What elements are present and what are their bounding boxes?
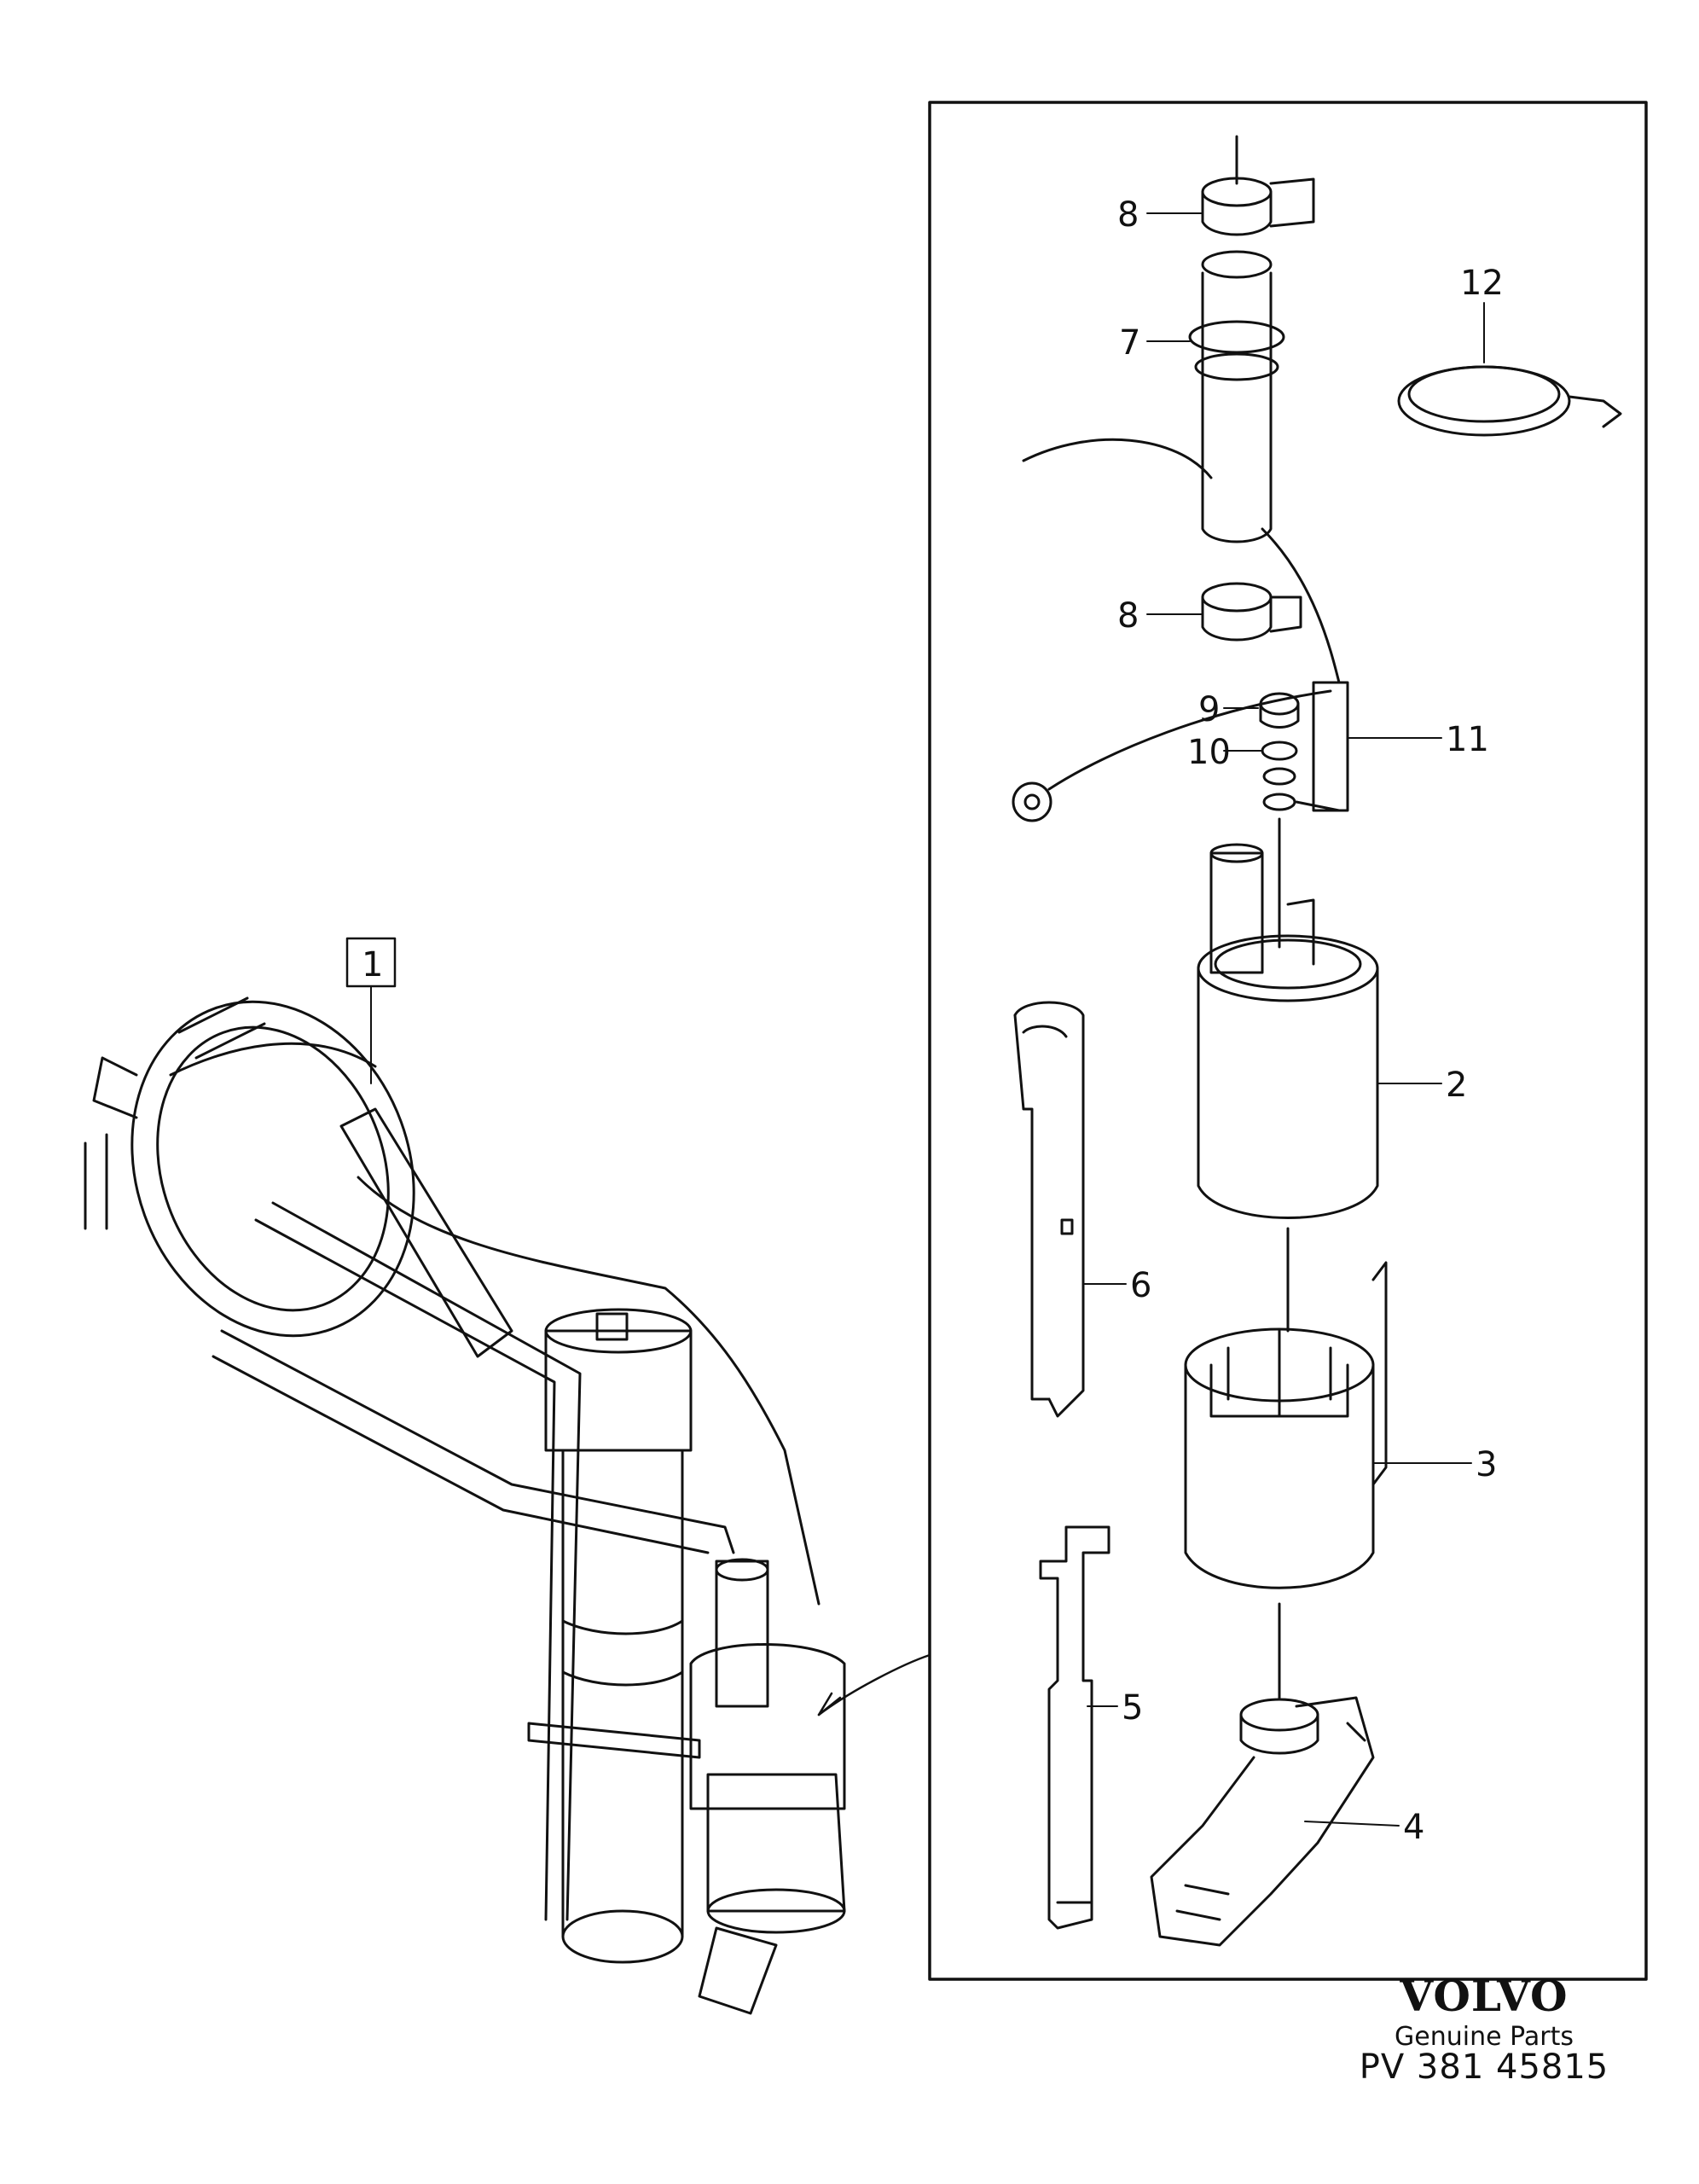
- callout-9: 9: [1198, 690, 1220, 729]
- brand-subtitle: Genuine Parts: [1395, 2022, 1574, 2052]
- callout-6: 6: [1130, 1266, 1151, 1305]
- callout-12: 12: [1460, 264, 1504, 303]
- callout-8-lower: 8: [1117, 596, 1139, 636]
- ring-clamp: [1397, 365, 1622, 437]
- hose-clamp-lower: [1201, 527, 1341, 684]
- mounting-bracket: [1013, 1001, 1085, 1418]
- callout-2: 2: [1446, 1066, 1467, 1105]
- support-bracket: [1039, 1525, 1110, 1930]
- callout-3: 3: [1476, 1445, 1497, 1484]
- callout-11: 11: [1446, 720, 1489, 759]
- brand-logo: VOLVO: [1400, 1971, 1569, 2021]
- callout-7: 7: [1119, 323, 1140, 363]
- fuel-hose: [1022, 250, 1285, 543]
- callout-1: 1: [362, 945, 383, 985]
- callout-10: 10: [1187, 733, 1231, 772]
- callout-4: 4: [1403, 1808, 1424, 1847]
- callout-8-top: 8: [1117, 195, 1139, 235]
- nut-and-washers: [1259, 692, 1300, 949]
- fuel-strainer: [1150, 1696, 1375, 1947]
- assembled-fuel-pump-unit: [84, 996, 931, 2015]
- illustration-code: PV 381 45815: [1359, 2048, 1609, 2087]
- callout-5: 5: [1122, 1688, 1143, 1728]
- enlarged-view-frame: [928, 101, 1648, 1981]
- rubber-sleeve: [1184, 1261, 1388, 1699]
- electrical-connector: [1295, 681, 1349, 812]
- ground-wire: [1012, 689, 1332, 822]
- hose-clamp-top: [1201, 135, 1315, 236]
- fuel-pump-body: [1197, 843, 1379, 1333]
